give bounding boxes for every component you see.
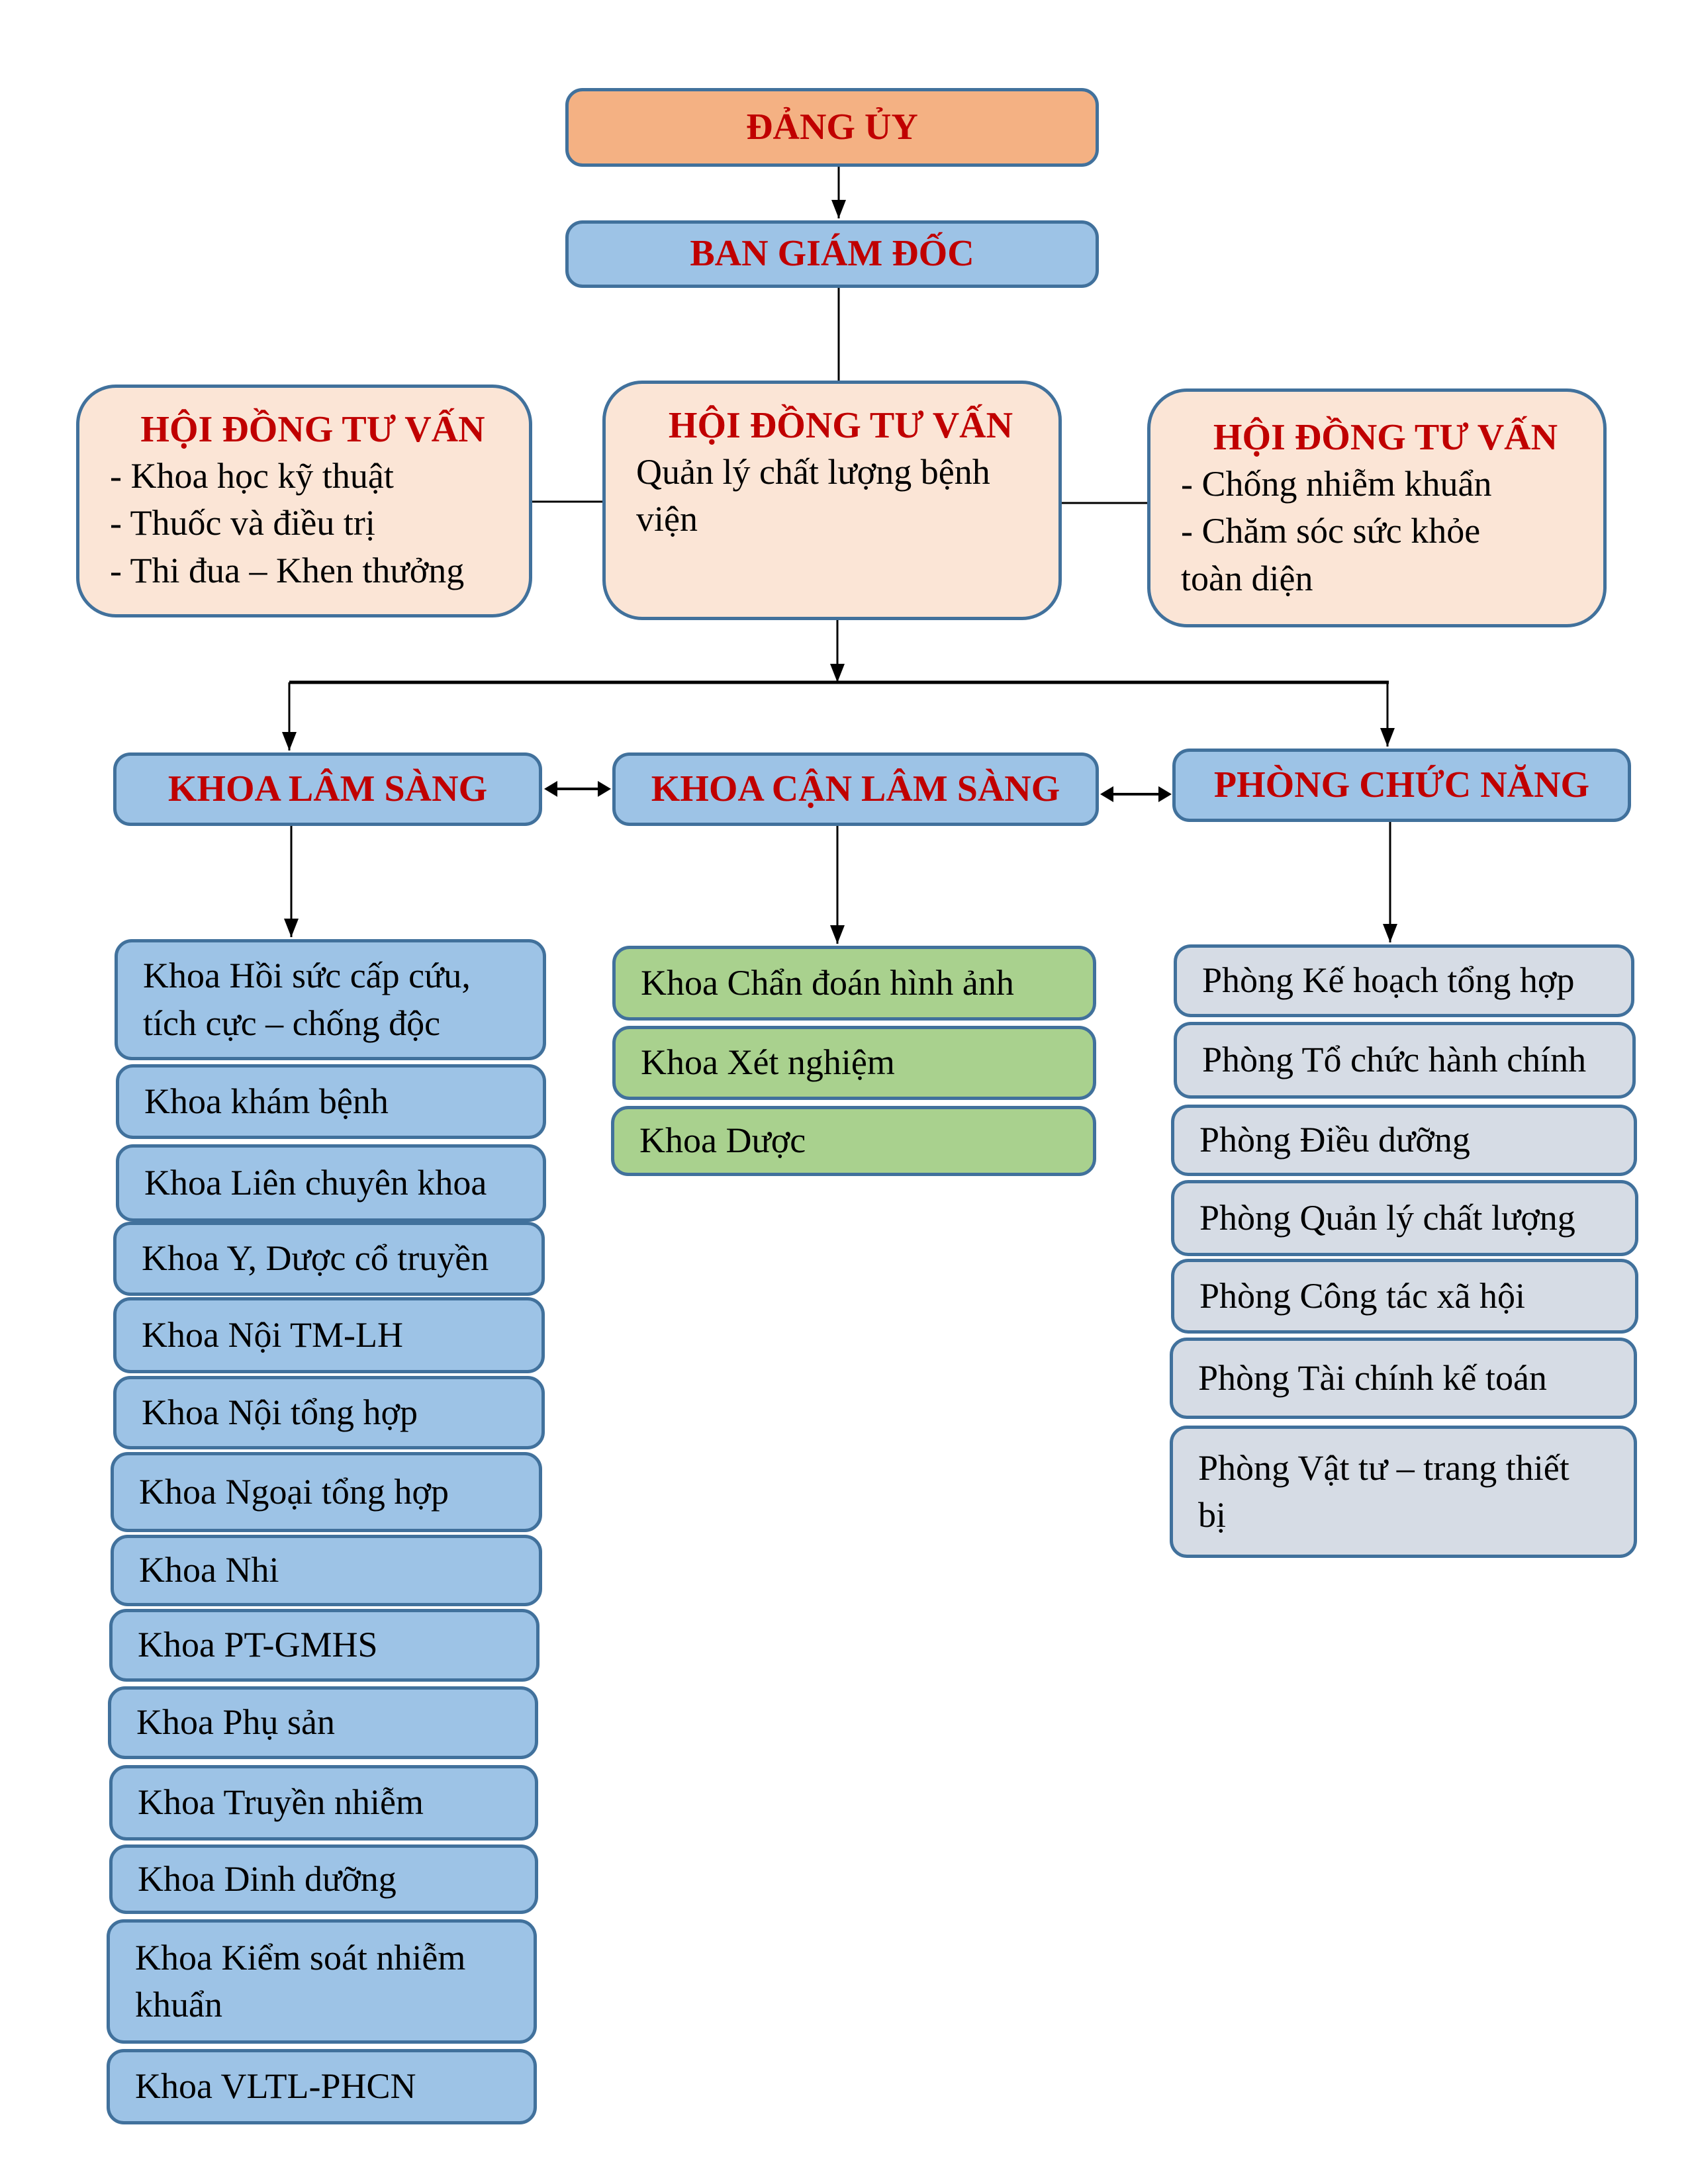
clinical-item: Khoa PT-GMHS (109, 1609, 539, 1682)
clinical-item: Khoa Y, Dược cổ truyền (113, 1222, 545, 1296)
board-of-directors-box: BAN GIÁM ĐỐC (565, 220, 1099, 288)
clinical-item-label: Khoa Nội TM-LH (142, 1314, 403, 1355)
council-title: HỘI ĐỒNG TƯ VẤN (140, 409, 485, 450)
arrowhead (1380, 728, 1395, 747)
clinical-item: Khoa Kiểm soát nhiễm khuẩn (107, 1919, 537, 2044)
clinical-item-label: tích cực – chống độc (143, 1003, 441, 1043)
functional-item-label: Phòng Kế hoạch tổng hợp (1202, 960, 1575, 1001)
clinical-item-label: Khoa Nhi (139, 1550, 279, 1590)
functional-item-label: Phòng Tài chính kế toán (1198, 1357, 1547, 1398)
council-line: - Khoa học kỹ thuật (110, 456, 394, 496)
paraclinical-item: Khoa Chẩn đoán hình ảnh (612, 946, 1096, 1021)
functional-item-label: Phòng Tổ chức hành chính (1202, 1040, 1587, 1080)
clinical-item-label: Khoa Truyền nhiễm (138, 1782, 424, 1823)
clinical-item: Khoa Hồi sức cấp cứu, tích cực – chống độ… (115, 939, 546, 1060)
arrowhead (830, 664, 845, 682)
arrowhead (284, 919, 299, 937)
functional-item: Phòng Tổ chức hành chính (1174, 1022, 1636, 1099)
functional-item: Phòng Điều dưỡng (1171, 1105, 1637, 1176)
party-committee-box: ĐẢNG ỦY (565, 88, 1099, 167)
functional-item: Phòng Công tác xã hội (1171, 1259, 1638, 1334)
functional-item: Phòng Vật tư – trang thiết bị (1170, 1426, 1637, 1558)
arrowhead (1158, 786, 1172, 802)
arrowhead (282, 732, 297, 751)
clinical-item-label: Khoa Liên chuyên khoa (144, 1162, 487, 1203)
clinical-item-label: Khoa VLTL-PHCN (135, 2066, 416, 2107)
paraclinical-item: Khoa Dược (611, 1106, 1096, 1176)
paraclinical-item-label: Khoa Xét nghiệm (641, 1042, 895, 1083)
clinical-item-label: Khoa Y, Dược cổ truyền (142, 1238, 489, 1279)
council-line: - Thuốc và điều trị (110, 503, 375, 543)
clinical-item: Khoa VLTL-PHCN (107, 2049, 537, 2124)
functional-division-box: PHÒNG CHỨC NĂNG (1172, 749, 1631, 822)
clinical-item: Khoa Liên chuyên khoa (116, 1144, 546, 1222)
advisory-council-right: HỘI ĐỒNG TƯ VẤN - Chống nhiễm khuẩn - Ch… (1147, 388, 1607, 627)
council-line: - Thi đua – Khen thưởng (110, 550, 465, 590)
paraclinical-item: Khoa Xét nghiệm (612, 1026, 1096, 1100)
arrowhead (1383, 924, 1397, 942)
functional-item-label: Phòng Vật tư – trang thiết (1198, 1447, 1570, 1488)
clinical-item: Khoa khám bệnh (116, 1064, 546, 1139)
clinical-item-label: khuẩn (135, 1985, 222, 2025)
council-line: - Chống nhiễm khuẩn (1181, 464, 1492, 504)
functional-item: Phòng Kế hoạch tổng hợp (1174, 944, 1634, 1017)
clinical-division-label: KHOA LÂM SÀNG (167, 768, 488, 809)
clinical-item: Khoa Ngoại tổng hợp (111, 1452, 542, 1532)
advisory-council-left: HỘI ĐỒNG TƯ VẤN - Khoa học kỹ thuật - Th… (76, 385, 532, 617)
arrowhead (544, 781, 557, 797)
clinical-item: Khoa Dinh dưỡng (109, 1844, 538, 1914)
clinical-division-box: KHOA LÂM SÀNG (113, 752, 542, 826)
functional-item-label: bị (1198, 1495, 1227, 1535)
functional-division-label: PHÒNG CHỨC NĂNG (1213, 764, 1590, 805)
clinical-item: Khoa Truyền nhiễm (109, 1765, 538, 1841)
paraclinical-division-box: KHOA CẬN LÂM SÀNG (612, 752, 1099, 826)
clinical-item-label: Khoa Ngoại tổng hợp (139, 1471, 449, 1512)
council-line: Quản lý chất lượng bệnh (636, 452, 990, 492)
clinical-item: Khoa Phụ sản (108, 1686, 538, 1759)
paraclinical-division-label: KHOA CẬN LÂM SÀNG (651, 768, 1060, 809)
functional-item-label: Phòng Quản lý chất lượng (1199, 1197, 1575, 1238)
functional-item-label: Phòng Công tác xã hội (1199, 1275, 1525, 1316)
arrowhead (1100, 786, 1113, 802)
paraclinical-item-label: Khoa Dược (639, 1120, 806, 1161)
council-line: toàn diện (1181, 558, 1313, 598)
arrowhead (831, 200, 846, 218)
clinical-item-label: Khoa Hồi sức cấp cứu, (143, 956, 471, 996)
clinical-item-label: Khoa khám bệnh (144, 1081, 389, 1121)
clinical-item-label: Khoa Phụ sản (136, 1702, 335, 1743)
arrowhead (598, 781, 611, 797)
party-committee-label: ĐẢNG ỦY (746, 106, 918, 148)
council-line: viện (636, 499, 698, 539)
council-title: HỘI ĐỒNG TƯ VẤN (1213, 417, 1558, 458)
arrowhead (830, 925, 845, 944)
paraclinical-item-label: Khoa Chẩn đoán hình ảnh (641, 962, 1014, 1003)
clinical-item-label: Khoa Kiểm soát nhiễm (135, 1937, 466, 1978)
clinical-item: Khoa Nội TM-LH (113, 1297, 545, 1373)
clinical-item-label: Khoa Dinh dưỡng (138, 1858, 397, 1899)
council-title: HỘI ĐỒNG TƯ VẤN (668, 405, 1013, 446)
clinical-item-label: Khoa PT-GMHS (138, 1625, 378, 1665)
board-of-directors-label: BAN GIÁM ĐỐC (690, 233, 974, 275)
functional-item: Phòng Quản lý chất lượng (1171, 1180, 1638, 1256)
clinical-item: Khoa Nhi (111, 1535, 542, 1606)
functional-item-label: Phòng Điều dưỡng (1199, 1120, 1470, 1160)
advisory-council-center: HỘI ĐỒNG TƯ VẤN Quản lý chất lượng bệnh … (602, 381, 1062, 620)
clinical-item: Khoa Nội tổng hợp (113, 1376, 545, 1449)
functional-item: Phòng Tài chính kế toán (1170, 1338, 1637, 1419)
clinical-item-label: Khoa Nội tổng hợp (142, 1392, 418, 1432)
council-line: - Chăm sóc sức khỏe (1181, 511, 1481, 551)
